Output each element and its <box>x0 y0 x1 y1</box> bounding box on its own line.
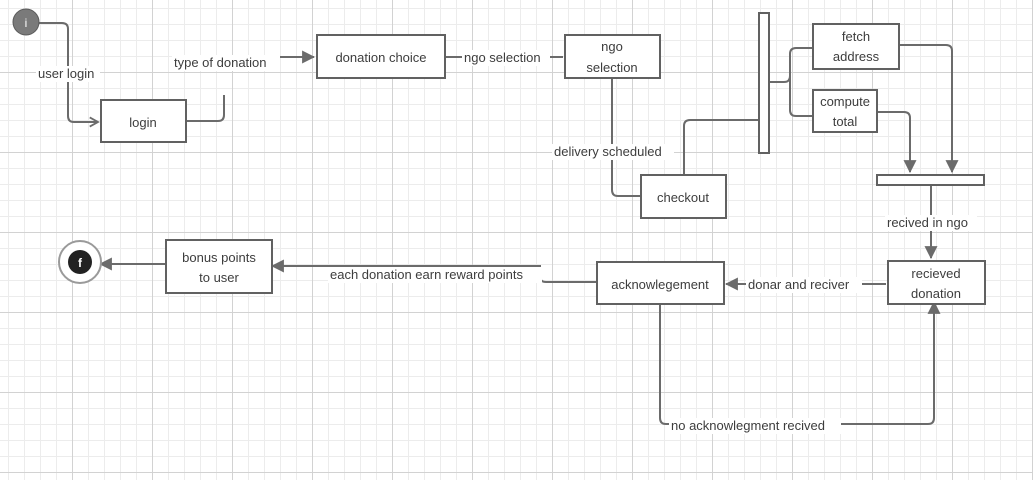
node-compute-total[interactable]: compute total <box>812 89 878 133</box>
edge-login-to-donation-choice <box>186 95 225 122</box>
end-node: f <box>58 240 102 284</box>
node-bonus-points-line1: bonus points <box>182 250 256 265</box>
node-recieved-donation-line2: donation <box>911 286 961 301</box>
edge-fork-to-fetch-address <box>770 47 812 83</box>
edge-checkout-to-fork <box>683 119 758 174</box>
node-checkout[interactable]: checkout <box>640 174 727 219</box>
node-fetch-address[interactable]: fetch address <box>812 23 900 70</box>
node-acknowlegement-label: acknowlegement <box>611 277 709 292</box>
edge-label-each-donation-earn-reward-points: each donation earn reward points <box>330 267 523 282</box>
start-node: i <box>12 8 40 36</box>
node-recieved-donation[interactable]: recieved donation <box>887 260 986 305</box>
fork-bar <box>758 12 770 154</box>
edge-acknowlegement-loop-back <box>659 300 941 425</box>
start-node-glyph: i <box>25 16 28 30</box>
edge-fetch-address-to-join <box>900 44 959 174</box>
node-login-label: login <box>129 115 156 130</box>
edge-label-delivery-scheduled: delivery scheduled <box>554 144 662 159</box>
join-bar <box>876 174 985 186</box>
edge-ngo-selection-to-checkout <box>611 78 640 197</box>
node-fetch-address-line2: address <box>833 49 880 64</box>
node-ngo-selection[interactable]: ngo selection <box>564 34 661 79</box>
node-donation-choice-label: donation choice <box>335 50 426 65</box>
node-ngo-selection-line2: selection <box>586 60 637 75</box>
node-bonus-points[interactable]: bonus points to user <box>165 239 273 294</box>
node-compute-total-line1: compute <box>820 94 870 109</box>
node-login[interactable]: login <box>100 99 187 143</box>
node-ngo-selection-line1: ngo <box>601 39 623 54</box>
edge-fork-to-compute-total <box>789 76 812 117</box>
node-compute-total-line2: total <box>833 114 858 129</box>
node-recieved-donation-line1: recieved <box>911 266 960 281</box>
edge-label-donar-and-reciver: donar and reciver <box>748 277 850 292</box>
node-donation-choice[interactable]: donation choice <box>316 34 446 79</box>
edge-label-ngo-selection: ngo selection <box>464 50 541 65</box>
node-bonus-points-line2: to user <box>199 270 239 285</box>
node-checkout-label: checkout <box>657 190 709 205</box>
edge-label-type-of-donation: type of donation <box>174 55 267 70</box>
node-fetch-address-line1: fetch <box>842 29 870 44</box>
edge-label-user-login: user login <box>38 66 94 81</box>
end-node-glyph: f <box>78 256 83 270</box>
edge-compute-total-to-join <box>878 111 917 174</box>
edge-label-recived-in-ngo: recived in ngo <box>887 215 968 230</box>
edge-label-no-acknowlegment-recived: no acknowlegment recived <box>671 418 825 433</box>
node-acknowlegement[interactable]: acknowlegement <box>596 261 725 305</box>
